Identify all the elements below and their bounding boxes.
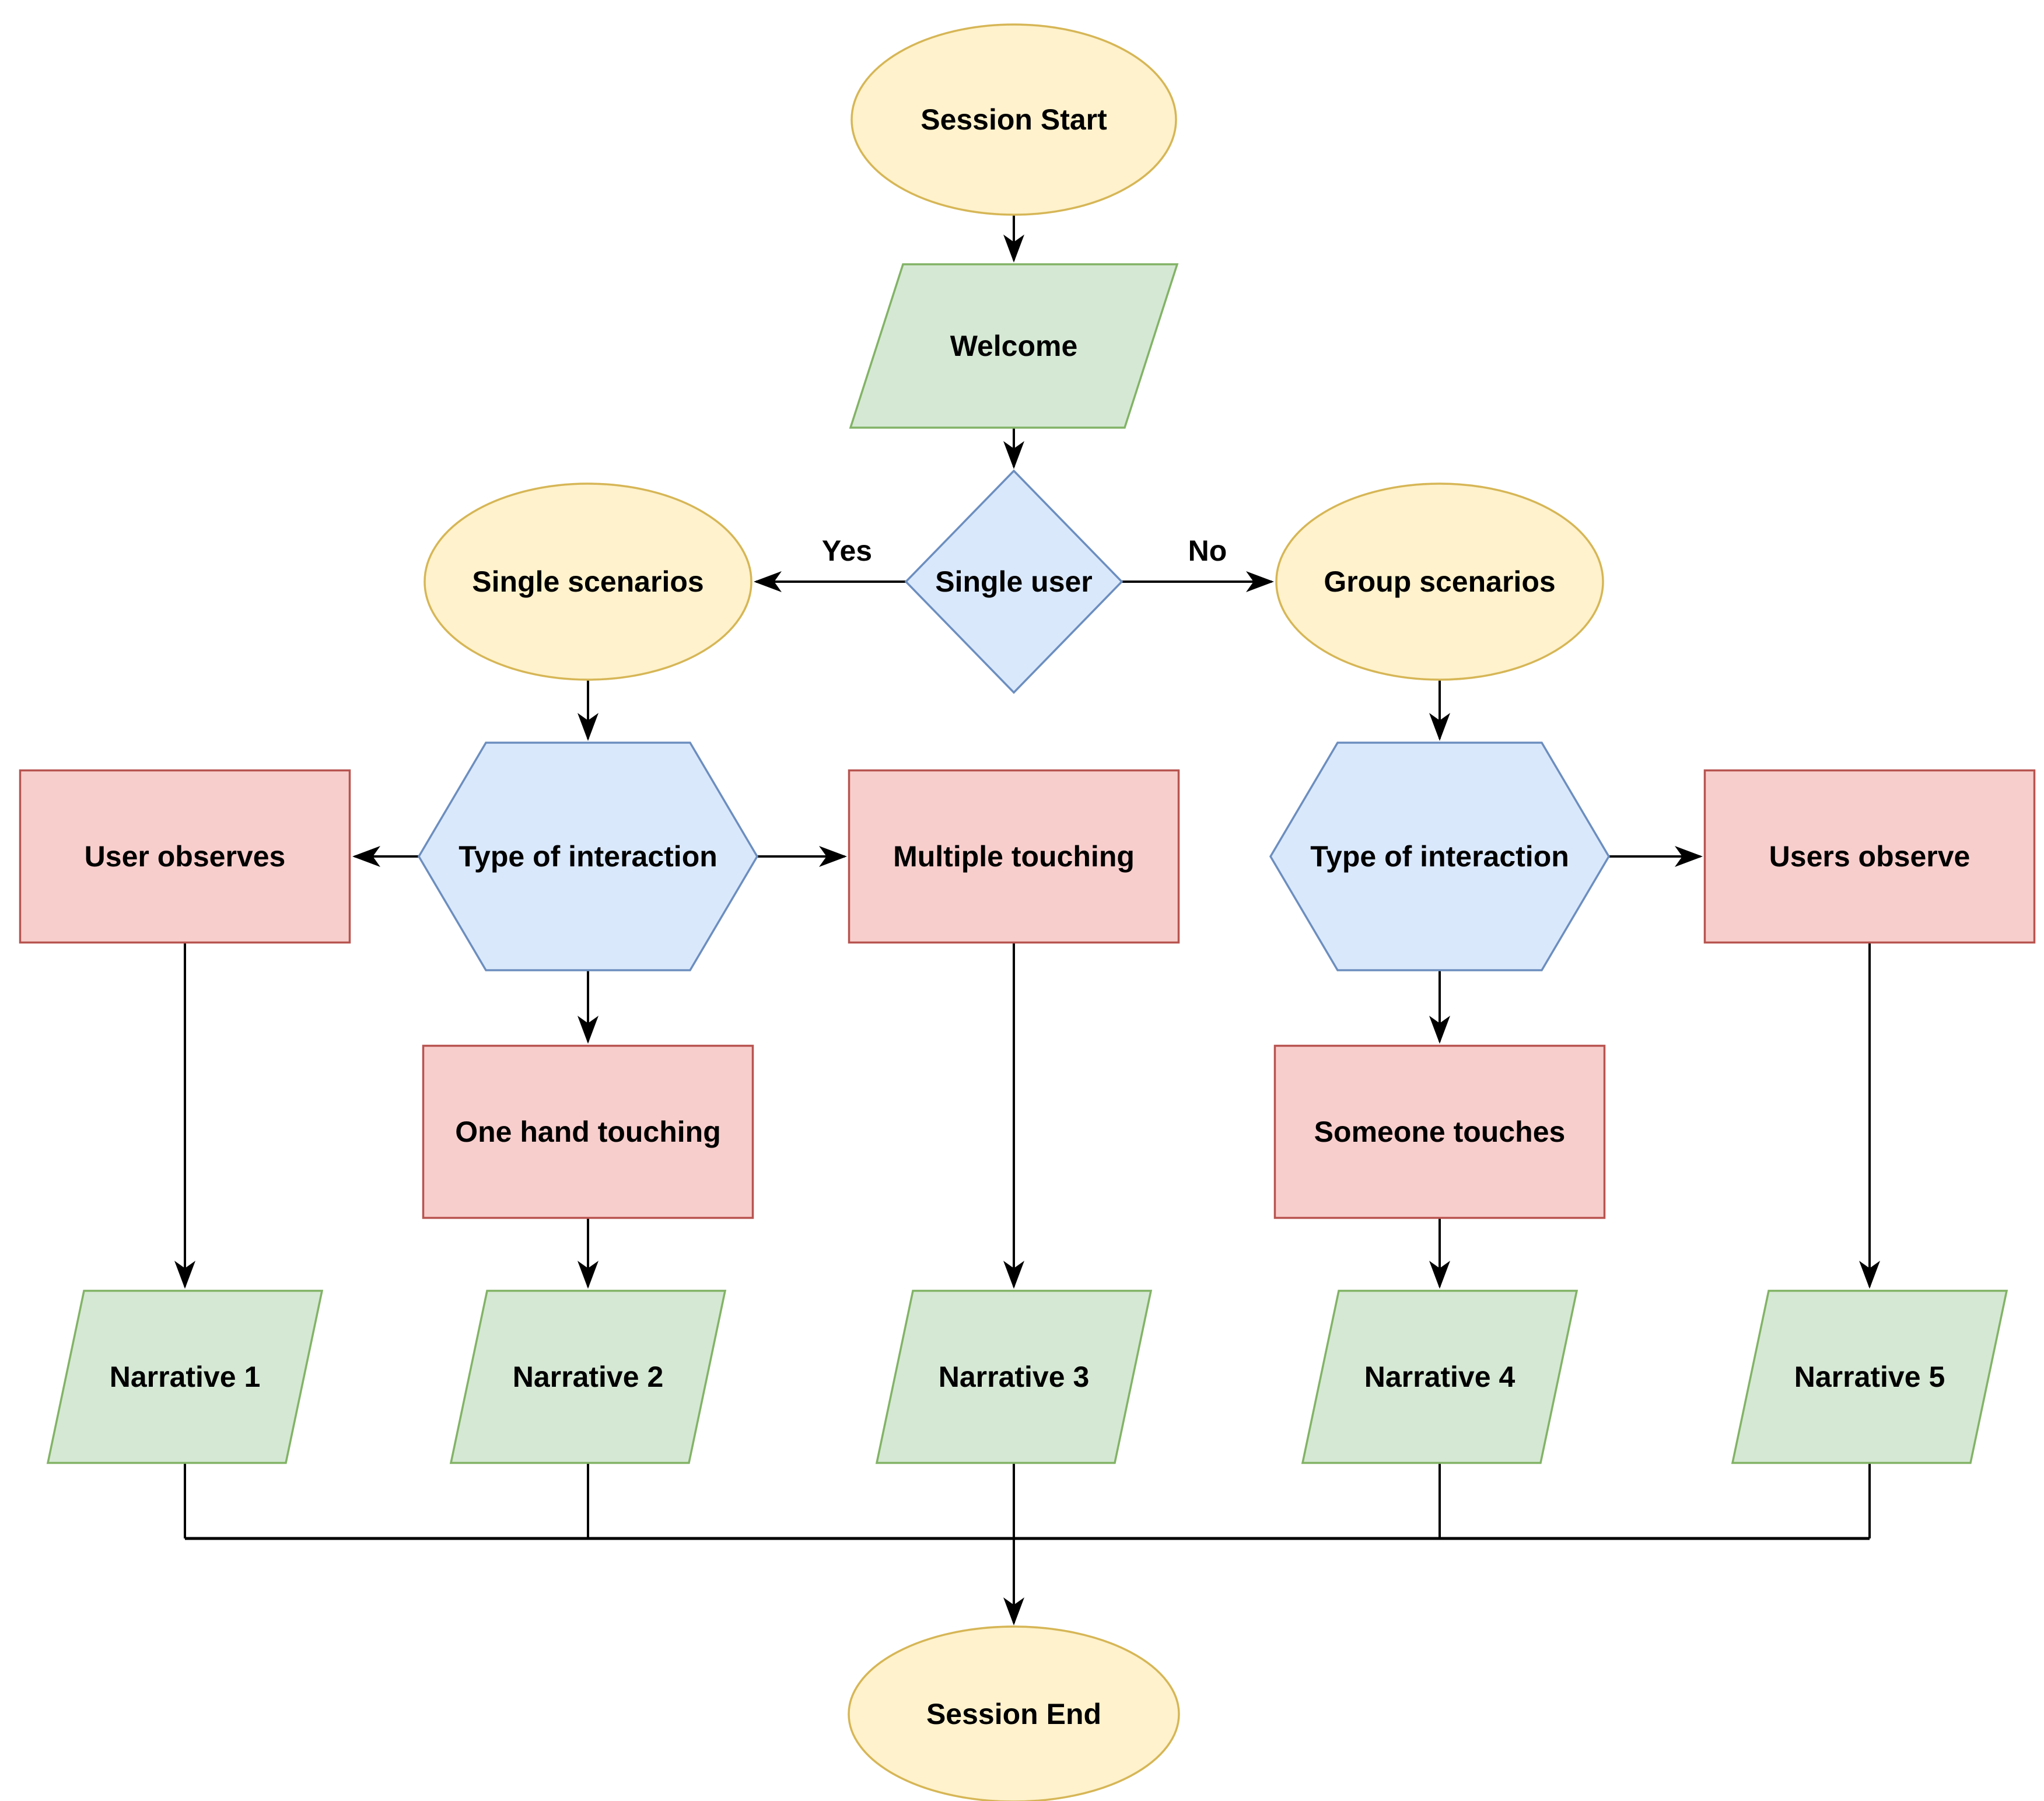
node-welcome: Welcome: [849, 263, 1179, 429]
node-label-users-observe: Users observe: [1769, 840, 1971, 873]
node-narrative-3: Narrative 3: [875, 1289, 1153, 1464]
node-label-user-observes: User observes: [85, 840, 286, 873]
node-users-observe: Users observe: [1703, 769, 2036, 944]
node-one-hand-touching: One hand touching: [422, 1044, 754, 1219]
node-label-multiple-touching: Multiple touching: [893, 840, 1135, 873]
node-label-single-user: Single user: [935, 565, 1093, 598]
rect-shape: [1273, 1044, 1606, 1219]
rect-shape: [1703, 769, 2036, 944]
node-label-single-scenarios: Single scenarios: [472, 565, 704, 598]
node-interaction-single: Type of interaction: [417, 742, 759, 971]
node-label-narrative-1: Narrative 1: [110, 1361, 261, 1393]
node-label-interaction-single: Type of interaction: [459, 840, 718, 873]
node-multiple-touching: Multiple touching: [848, 769, 1180, 944]
node-group-scenarios: Group scenarios: [1275, 482, 1604, 681]
node-label-welcome: Welcome: [950, 330, 1078, 362]
node-single-scenarios: Single scenarios: [424, 482, 752, 681]
node-interaction-group: Type of interaction: [1269, 742, 1611, 971]
node-user-observes: User observes: [19, 769, 351, 944]
node-label-narrative-2: Narrative 2: [513, 1361, 664, 1393]
node-label-narrative-4: Narrative 4: [1364, 1361, 1516, 1393]
parallelogram-shape: [46, 1289, 324, 1464]
edges-layer: Yes No: [174, 215, 1880, 1625]
hexagon-shape: [417, 742, 759, 971]
ellipse-shape: [850, 23, 1177, 216]
node-label-session-end: Session End: [926, 1698, 1101, 1730]
rect-shape: [848, 769, 1180, 944]
node-label-narrative-3: Narrative 3: [939, 1361, 1090, 1393]
parallelogram-shape: [875, 1289, 1153, 1464]
ellipse-shape: [848, 1625, 1180, 1801]
node-label-group-scenarios: Group scenarios: [1324, 565, 1555, 598]
node-label-interaction-group: Type of interaction: [1310, 840, 1569, 873]
node-narrative-5: Narrative 5: [1731, 1289, 2008, 1464]
ellipse-shape: [1275, 482, 1604, 681]
node-label-narrative-5: Narrative 5: [1794, 1361, 1945, 1393]
parallelogram-shape: [1301, 1289, 1578, 1464]
parallelogram-shape: [449, 1289, 727, 1464]
node-narrative-4: Narrative 4: [1301, 1289, 1578, 1464]
node-label-one-hand-touching: One hand touching: [455, 1115, 721, 1148]
rect-shape: [19, 769, 351, 944]
node-narrative-1: Narrative 1: [46, 1289, 324, 1464]
diamond-shape: [904, 469, 1124, 694]
node-session-start: Session Start: [850, 23, 1177, 216]
ellipse-shape: [424, 482, 752, 681]
rect-shape: [422, 1044, 754, 1219]
node-single-user: Single user: [904, 469, 1124, 694]
edge-label-no: No: [1188, 534, 1227, 567]
parallelogram-shape: [1731, 1289, 2008, 1464]
node-label-session-start: Session Start: [921, 103, 1107, 136]
hexagon-shape: [1269, 742, 1611, 971]
node-session-end: Session End: [848, 1625, 1180, 1801]
node-label-someone-touches: Someone touches: [1314, 1115, 1566, 1148]
edge-label-yes: Yes: [822, 534, 872, 567]
parallelogram-shape: [849, 263, 1179, 429]
node-someone-touches: Someone touches: [1273, 1044, 1606, 1219]
node-narrative-2: Narrative 2: [449, 1289, 727, 1464]
